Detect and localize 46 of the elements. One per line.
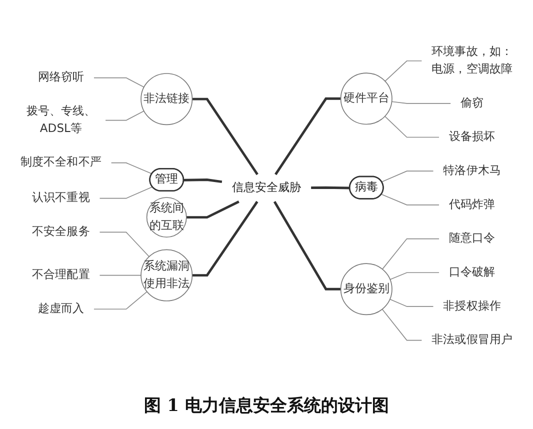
- connector: [192, 200, 258, 276]
- connector: [274, 97, 341, 175]
- connector: [381, 170, 434, 182]
- node-circle: 系统间的互联: [146, 196, 187, 238]
- connector: [99, 232, 150, 257]
- node-text: 认识不重视: [32, 191, 90, 204]
- connector: [99, 186, 153, 198]
- node-text: 口令破解: [448, 265, 496, 279]
- connector: [390, 272, 440, 280]
- connector: [389, 298, 434, 307]
- node-text: 信息安全威胁: [232, 180, 302, 194]
- node-text: 网络窃听: [38, 70, 84, 84]
- node-text: 非授权操作: [443, 299, 501, 312]
- connector: [184, 178, 222, 183]
- node-text: 制度不全和不严: [20, 156, 102, 169]
- connector: [110, 162, 153, 174]
- node-text: 设备损坏: [448, 130, 496, 144]
- node-text: 不合理配置: [32, 268, 90, 282]
- node-circle: 非法链接: [140, 72, 193, 125]
- node-text: 特洛伊木马: [443, 164, 501, 178]
- connector: [273, 200, 341, 290]
- connector: [186, 200, 240, 218]
- node-text: 不安全服务: [32, 224, 90, 238]
- node-circle: 身份鉴别: [340, 262, 392, 315]
- connector: [94, 291, 148, 310]
- node-text: 非法或假冒用户: [432, 333, 512, 346]
- figure-caption: 图 1 电力信息安全系统的设计图: [144, 395, 389, 417]
- node-text: 环境事故，如：电源，空调故障: [432, 44, 512, 76]
- node-text: 趁虚而入: [38, 302, 84, 316]
- connector: [94, 77, 144, 88]
- connector: [384, 60, 422, 82]
- connector: [384, 116, 440, 138]
- connector: [311, 186, 350, 189]
- node-text: 偷窃: [460, 96, 484, 110]
- connector: [99, 274, 142, 276]
- connector: [105, 110, 144, 120]
- node-text: 代码炸弹: [448, 198, 496, 211]
- connector: [382, 308, 422, 340]
- connector: [192, 98, 258, 175]
- node-circle: 系统漏洞使用非法: [140, 249, 193, 302]
- connector: [382, 238, 440, 270]
- connector: [391, 100, 451, 104]
- node-text: 拨号、专线、ADSL等: [26, 104, 96, 135]
- node-circle: 硬件平台: [340, 72, 392, 124]
- connector: [381, 194, 440, 206]
- node-text: 随意口令: [448, 231, 496, 245]
